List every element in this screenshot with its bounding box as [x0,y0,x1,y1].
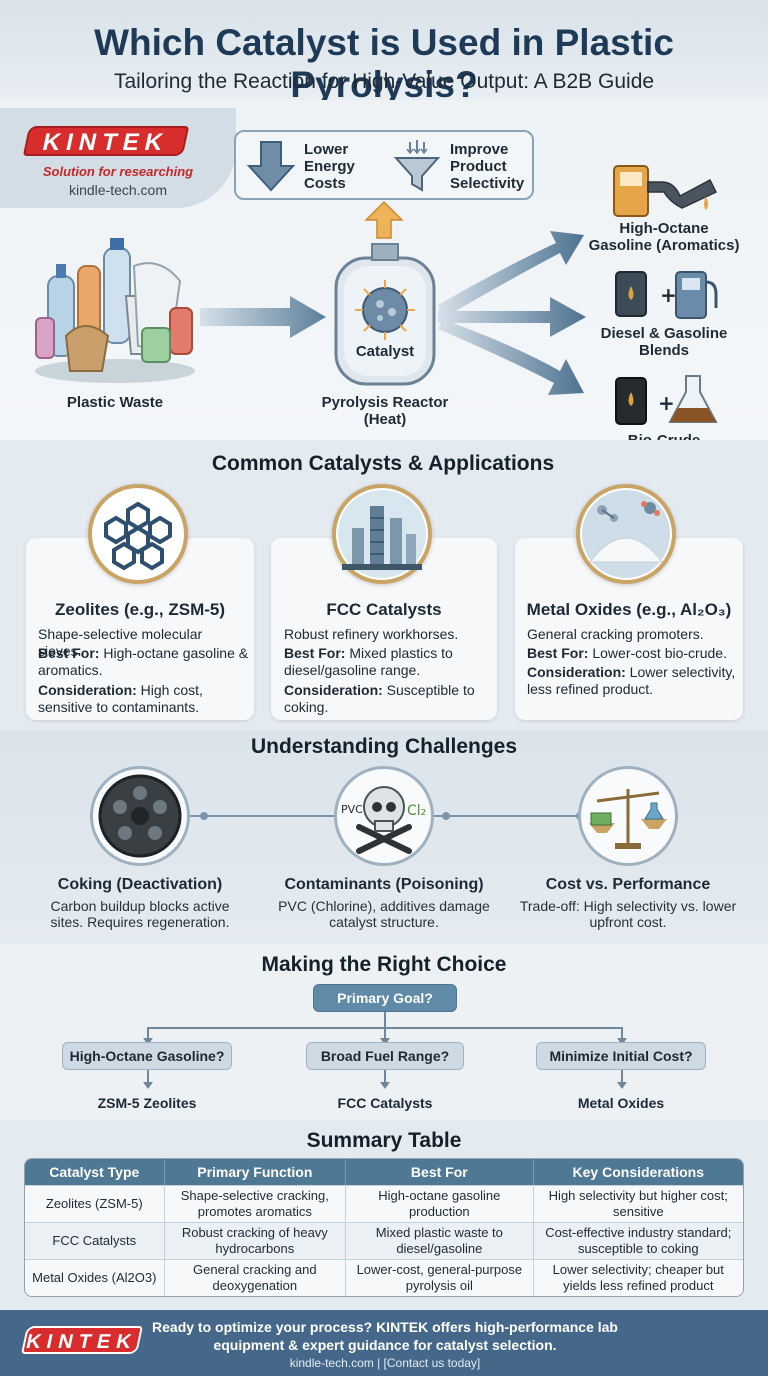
chlorine-icon-label: Cl₂ [407,803,426,819]
metal-oxides-description: General cracking promoters. [527,626,704,642]
zeolites-best-for: Best For: High-octane gasoline & aromati… [38,645,249,678]
table-header-row: Catalyst Type Primary Function Best For … [25,1159,743,1185]
logo-tagline: Solution for researching [42,164,194,179]
answer-zsm5: ZSM-5 Zeolites [97,1095,197,1111]
benefit-lower-energy: Lower Energy Costs [304,141,355,192]
output-gasoline-label: High-Octane Gasoline (Aromatics) [588,220,740,254]
table-cell: FCC Catalysts [25,1222,165,1259]
metal-oxides-consideration: Consideration: Lower selectivity, less r… [527,664,736,697]
table-row: FCC Catalysts Robust cracking of heavy h… [25,1222,743,1259]
zeolites-consideration: Consideration: High cost, sensitive to c… [38,682,203,715]
zeolites-title: Zeolites (e.g., ZSM-5) [54,600,226,619]
diesel-barrel-pump-icon: + [615,271,718,319]
balance-scale-icon [578,766,678,866]
coking-text: Carbon buildup blocks active sites. Requ… [50,898,230,930]
fcc-description: Robust refinery workhorses. [284,626,459,642]
column-header: Catalyst Type [25,1159,165,1185]
up-arrow-icon [364,200,404,239]
footer-cta-text: Ready to optimize your process? KINTEK o… [152,1319,618,1353]
table-cell: High selectivity but higher cost; sensit… [533,1185,743,1222]
fcc-best-for: Best For: Mixed plastics to diesel/gasol… [284,645,453,678]
plastic-waste-label: Plastic Waste [66,394,164,411]
choice-heading: Making the Right Choice [261,953,507,976]
table-cell: Lower-cost, general-purpose pyrolysis oi… [346,1259,534,1296]
table-cell: Robust cracking of heavy hydrocarbons [164,1222,347,1259]
fcc-consideration: Consideration: Susceptible to coking. [284,682,475,715]
pvc-icon-label: PVC [341,803,363,816]
table-cell: Zeolites (ZSM-5) [25,1185,165,1222]
cost-performance-title: Cost vs. Performance [545,876,711,893]
refinery-icon [332,484,432,584]
poison-skull-icon: PVC Cl₂ [334,766,434,866]
fcc-title: FCC Catalysts [326,600,442,619]
funnel-icon [393,140,441,192]
summary-table: Catalyst Type Primary Function Best For … [24,1158,744,1297]
footer-kintek-logo[interactable]: KINTEK [21,1326,143,1354]
zeolites-description: Shape-selective molecular sieves. [38,626,203,659]
primary-goal-pill[interactable]: Primary Goal? [313,984,457,1012]
reactor-label: Pyrolysis Reactor (Heat) [321,394,449,428]
decision-answer-arrows [143,1070,627,1089]
table-cell: Mixed plastic waste to diesel/gasoline [346,1222,534,1259]
page-title: Which Catalyst is Used in Plastic Pyroly… [94,22,674,105]
coking-icon [90,766,190,866]
logo-url[interactable]: kindle-tech.com [68,182,168,198]
down-arrow-icon [246,141,296,192]
page-subtitle: Tailoring the Reaction for High-Value Ou… [113,70,655,93]
catalyst-label: Catalyst [355,343,415,360]
metal-oxides-best-for: Best For: Lower-cost bio-crude. [527,645,727,661]
catalysts-heading: Common Catalysts & Applications [211,452,555,475]
column-header: Best For [346,1159,534,1185]
cost-performance-text: Trade-off: High selectivity vs. lower up… [519,898,737,930]
logo-area [0,108,236,208]
metal-oxides-title: Metal Oxides (e.g., Al₂O₃) [526,600,732,619]
answer-fcc: FCC Catalysts [337,1095,433,1111]
table-cell: Cost-effective industry standard; suscep… [533,1222,743,1259]
option-high-octane[interactable]: High-Octane Gasoline? [62,1042,232,1070]
answer-metal-oxides: Metal Oxides [577,1095,665,1111]
output-arrows-icon [438,231,586,395]
contaminants-title: Contaminants (Poisoning) [284,876,484,893]
plastic-waste-icon [35,238,195,383]
contaminants-text: PVC (Chlorine), additives damage catalys… [278,898,490,930]
table-cell: Lower selectivity; cheaper but yields le… [533,1259,743,1296]
metal-oxide-powder-icon [576,484,676,584]
svg-text:+: + [658,391,675,415]
svg-text:+: + [660,283,677,307]
benefit-selectivity: Improve Product Selectivity [450,141,525,192]
decision-tree-lines [143,1012,627,1045]
pyrolysis-reactor-icon [334,243,436,386]
table-cell: Shape-selective cracking, promotes aroma… [164,1185,347,1222]
column-header: Primary Function [164,1159,347,1185]
header-banner [0,0,768,100]
zeolite-structure-icon [88,484,188,584]
summary-heading: Summary Table [306,1129,462,1152]
output-diesel-label: Diesel & Gasoline Blends [600,325,728,359]
table-row: Zeolites (ZSM-5) Shape-selective crackin… [25,1185,743,1222]
fuel-pump-icon [613,165,718,217]
table-row: Metal Oxides (Al2O3) General cracking an… [25,1259,743,1296]
kintek-logo[interactable]: KINTEK [22,126,190,156]
column-header: Key Considerations [533,1159,743,1185]
challenges-heading: Understanding Challenges [250,735,518,758]
table-cell: High-octane gasoline production [346,1185,534,1222]
footer-contact-link[interactable]: kindle-tech.com | [Contact us today] [289,1356,481,1370]
biocrude-barrel-flask-icon: + [615,375,718,425]
option-minimize-cost[interactable]: Minimize Initial Cost? [536,1042,706,1070]
table-cell: Metal Oxides (Al2O3) [25,1259,165,1296]
coking-title: Coking (Deactivation) [57,876,223,893]
option-broad-fuel[interactable]: Broad Fuel Range? [306,1042,464,1070]
arrow-right-icon [200,296,326,338]
table-cell: General cracking and deoxygenation [164,1259,347,1296]
